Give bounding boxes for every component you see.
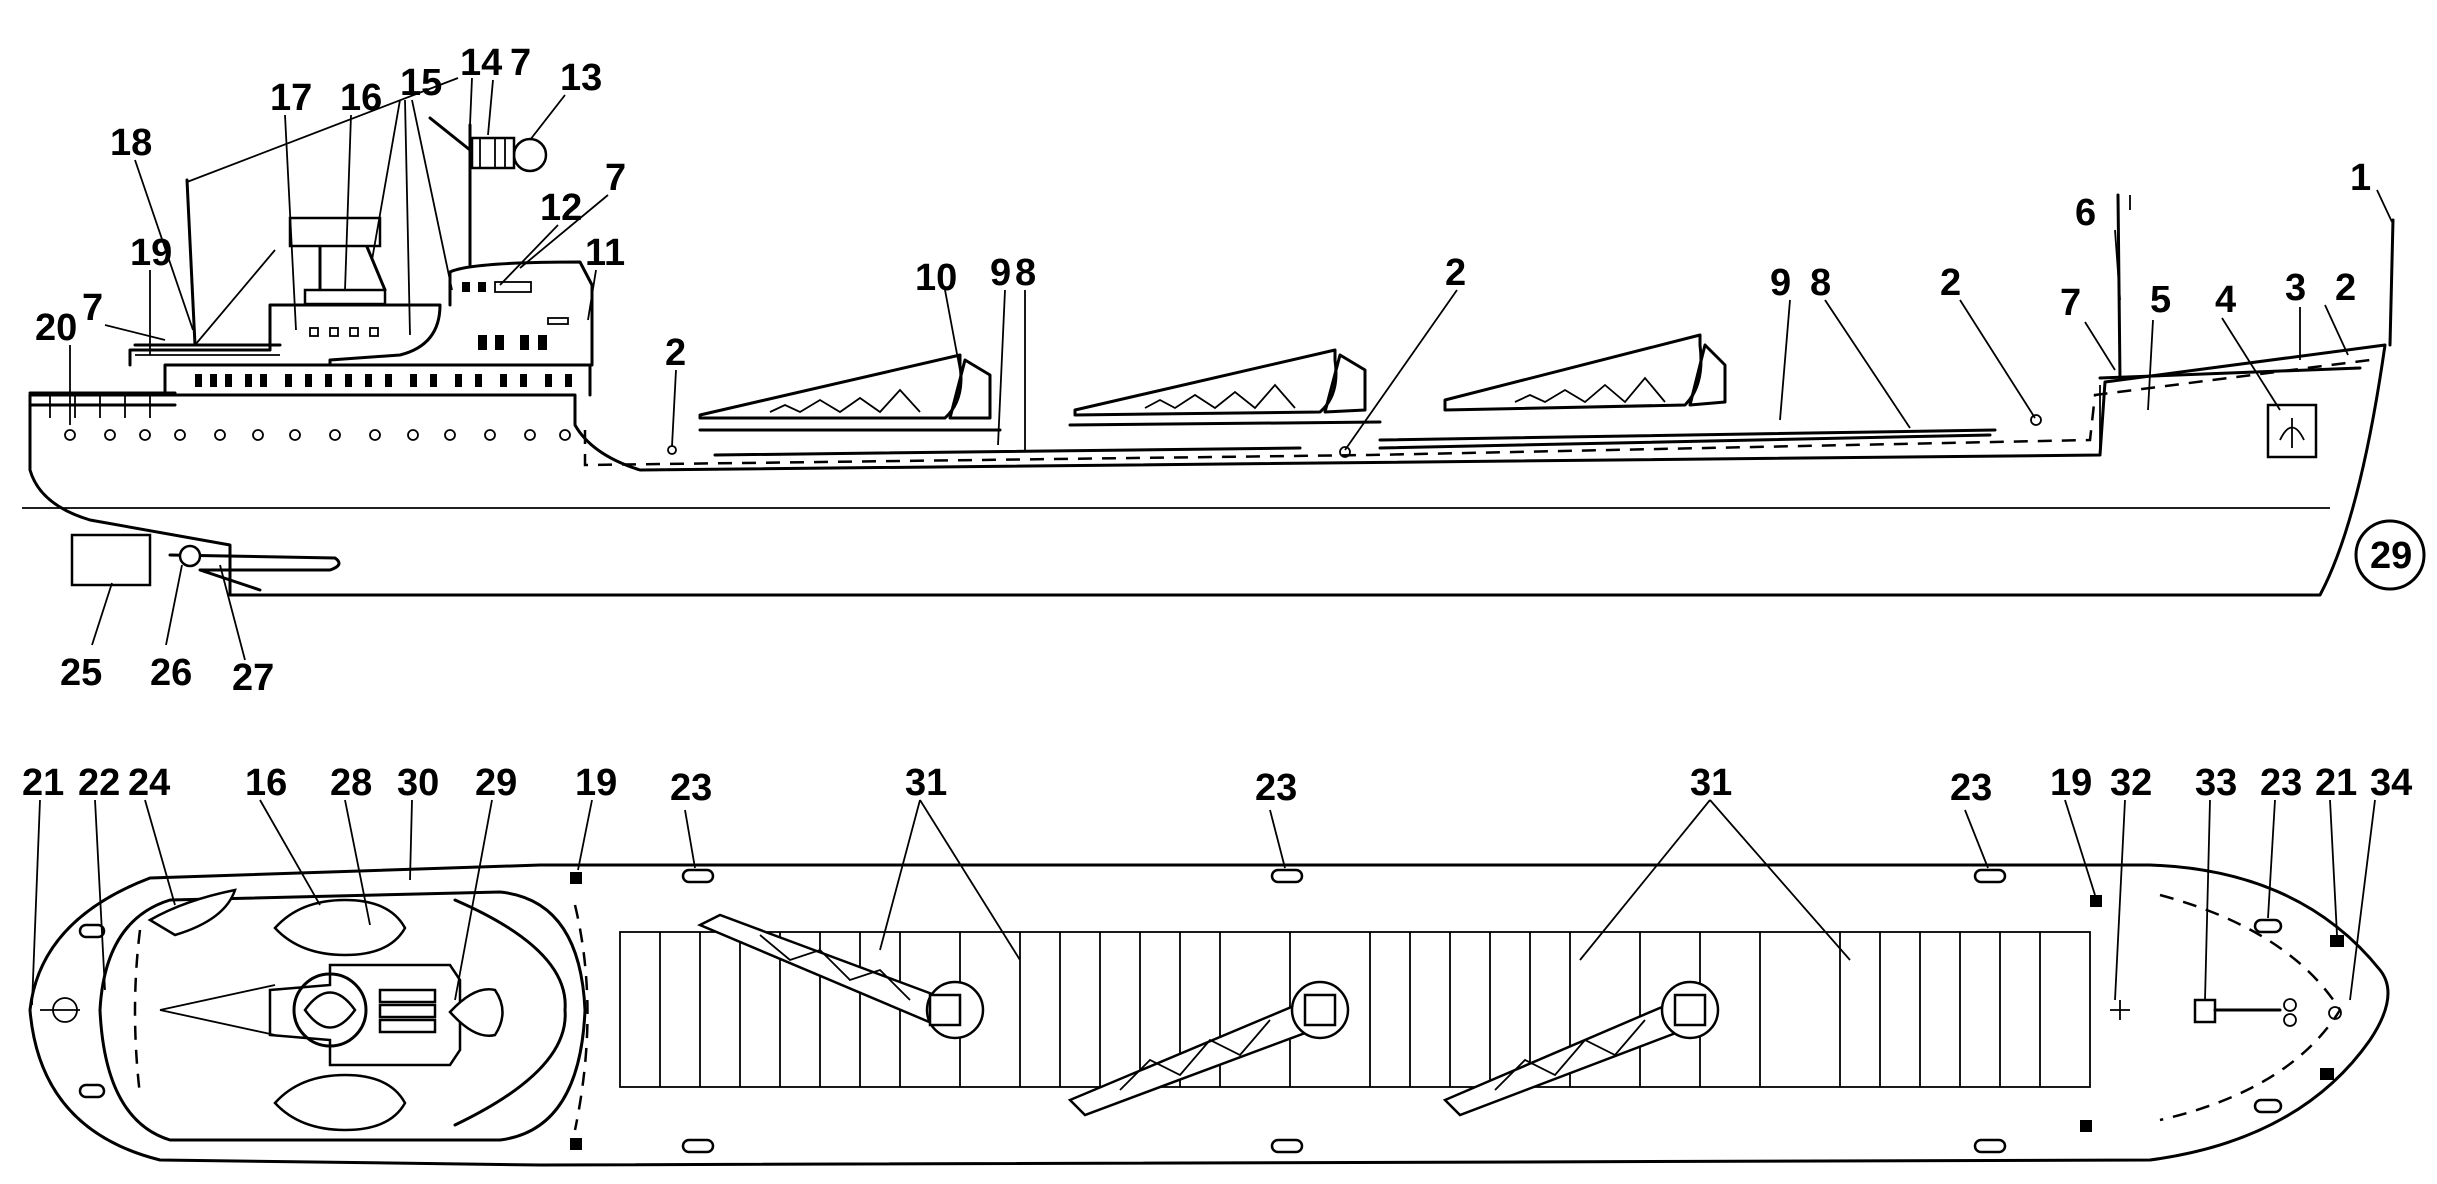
label-2-bow: 2 — [2335, 267, 2356, 309]
label-25: 25 — [60, 652, 102, 694]
plan-view: 21 22 24 16 28 30 29 19 23 31 23 31 23 1… — [22, 762, 2412, 1167]
label-23-bow: 23 — [2260, 762, 2302, 804]
superstructure-windows-deck — [128, 303, 442, 367]
label-33: 33 — [2195, 762, 2237, 804]
label-16: 16 — [340, 77, 382, 119]
label-34: 34 — [2370, 762, 2412, 804]
label-31-aft: 31 — [905, 762, 947, 804]
label-8-aft: 8 — [1015, 252, 1036, 294]
drawing-number-circle — [2354, 519, 2426, 591]
label-13: 13 — [560, 57, 602, 99]
crane-side-3 — [1378, 333, 1997, 442]
antenna-wire — [186, 77, 459, 183]
navigation-bridge — [448, 260, 594, 367]
label-30: 30 — [397, 762, 439, 804]
label-16-plan: 16 — [245, 762, 287, 804]
label-1: 1 — [2350, 157, 2371, 199]
propeller-hub — [178, 544, 202, 568]
label-10: 10 — [915, 257, 957, 299]
skylight-blocks — [378, 988, 437, 1034]
label-28: 28 — [330, 762, 372, 804]
label-7-stern: 7 — [82, 287, 103, 329]
label-23-mid: 23 — [1255, 767, 1297, 809]
label-2-mid: 2 — [1445, 252, 1466, 294]
lifeboat-side — [303, 288, 387, 306]
bollards — [78, 868, 2344, 1154]
side-elevation: 1 2 3 4 5 6 7 2 8 9 2 8 9 10 2 11 7 12 1… — [22, 42, 2426, 699]
crane-plan-1 — [697, 913, 985, 1040]
aft-mast-stay — [194, 249, 276, 346]
bow-jackstaff — [2388, 218, 2395, 347]
hatch-coaming-2 — [1378, 433, 1992, 450]
crane-side-1 — [698, 353, 1002, 432]
label-27: 27 — [232, 657, 274, 699]
label-6: 6 — [2075, 192, 2096, 234]
plan-leader-lines — [31, 799, 2376, 1006]
label-26: 26 — [150, 652, 192, 694]
workboat — [147, 888, 237, 937]
label-29-circled: 29 — [2370, 535, 2412, 577]
crane-plan-3 — [1442, 980, 1720, 1117]
hatch-coaming-1 — [713, 446, 1302, 457]
label-2-fore: 2 — [1940, 262, 1961, 304]
label-14: 14 — [460, 42, 502, 84]
hatch-covers — [619, 931, 2091, 1088]
label-20: 20 — [35, 307, 77, 349]
aft-mast — [185, 178, 197, 347]
portholes-row — [64, 414, 2042, 458]
mast-platform — [470, 136, 516, 170]
label-18: 18 — [110, 122, 152, 164]
stern-rail — [28, 391, 177, 418]
rudder — [70, 533, 152, 587]
label-9-fore: 9 — [1770, 262, 1791, 304]
label-21-bow: 21 — [2315, 762, 2357, 804]
side-leader-lines — [69, 77, 2393, 661]
funnel-plan — [303, 991, 357, 1029]
propeller-shaft-bracket — [168, 553, 341, 592]
label-2-aft: 2 — [665, 332, 686, 374]
label-19-aft: 19 — [575, 762, 617, 804]
label-29-plan: 29 — [475, 762, 517, 804]
label-11: 11 — [585, 232, 625, 274]
label-19-fore: 19 — [2050, 762, 2092, 804]
crane-side-2 — [1068, 348, 1382, 427]
label-15: 15 — [400, 62, 442, 104]
forecastle-rail — [2098, 366, 2362, 380]
label-7-fore: 7 — [2060, 282, 2081, 324]
hull-side-outline — [28, 343, 2387, 597]
label-31-fore: 31 — [1690, 762, 1732, 804]
deckhouse-front-arc — [453, 898, 567, 1127]
label-32: 32 — [2110, 762, 2152, 804]
superstructure-lower-deck — [163, 363, 592, 397]
poop-deck-outline — [98, 890, 587, 1142]
superstructure-windows — [195, 281, 572, 387]
label-23-aft: 23 — [670, 767, 712, 809]
label-19: 19 — [130, 232, 172, 274]
hull-plan-outline — [28, 863, 2390, 1167]
crane-plan-2 — [1067, 980, 1350, 1117]
label-5: 5 — [2150, 279, 2171, 321]
label-4: 4 — [2215, 279, 2236, 321]
radar-house — [288, 216, 382, 248]
label-17: 17 — [270, 77, 312, 119]
lifeboat-starboard — [273, 1073, 407, 1132]
bridge-windlass — [448, 988, 504, 1037]
searchlight — [512, 137, 548, 173]
label-7-mast: 7 — [510, 42, 531, 84]
lifeboat-port — [273, 898, 407, 957]
label-21-stern: 21 — [22, 762, 64, 804]
label-24: 24 — [128, 762, 170, 804]
label-7-bridge: 7 — [605, 157, 626, 199]
label-22: 22 — [78, 762, 120, 804]
label-12: 12 — [540, 187, 582, 229]
label-9-aft: 9 — [990, 252, 1011, 294]
label-8-fore: 8 — [1810, 262, 1831, 304]
label-23-fore: 23 — [1950, 767, 1992, 809]
main-deck-dashed-line — [583, 358, 2371, 467]
label-3: 3 — [2285, 267, 2306, 309]
